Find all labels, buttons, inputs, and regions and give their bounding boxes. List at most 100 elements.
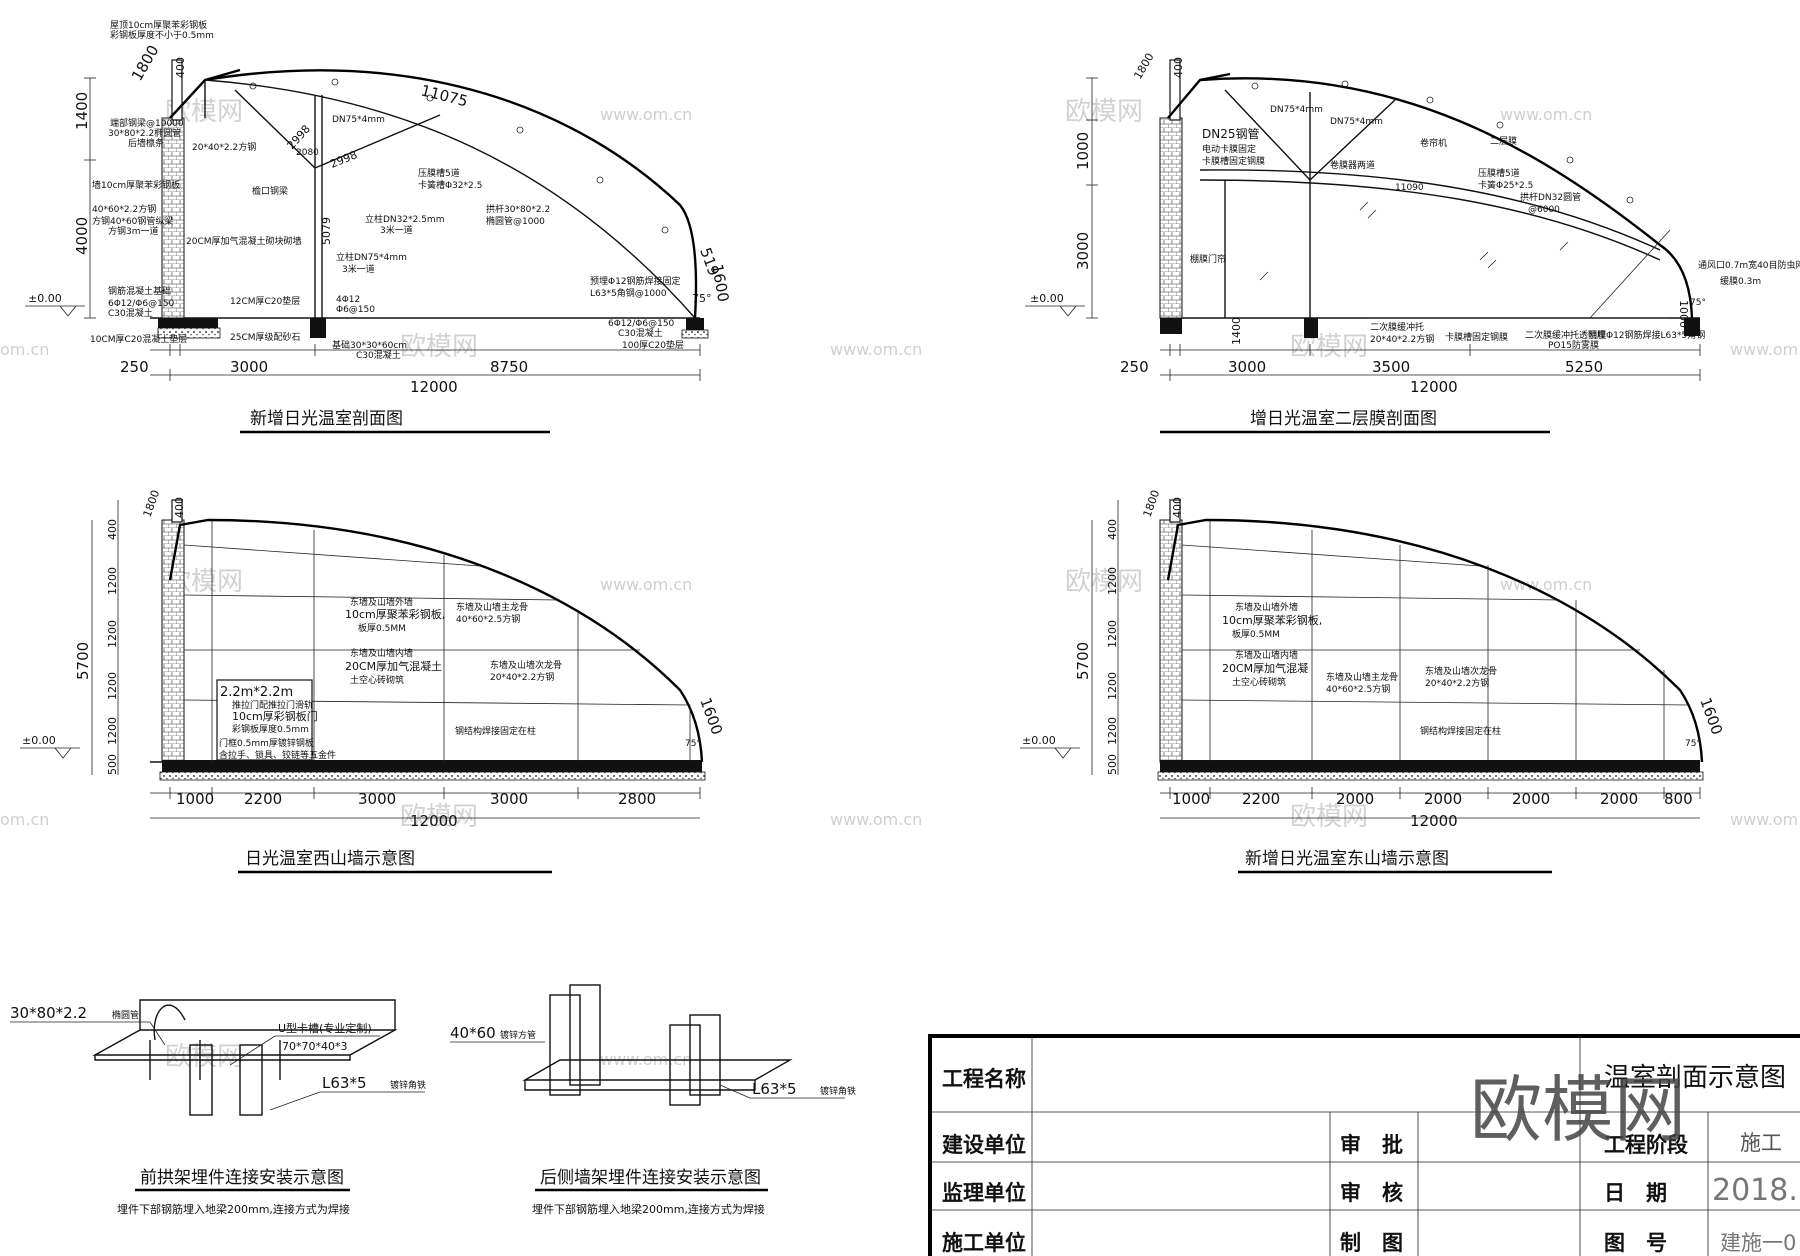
svg-text:400: 400 xyxy=(173,497,186,518)
watermark-logo: 欧模网 xyxy=(1470,1068,1686,1152)
level-mark: ±0.00 xyxy=(20,734,80,759)
svg-text:5700: 5700 xyxy=(74,642,92,680)
supervisor-label: 监理单位 xyxy=(942,1181,1026,1205)
oval-tube xyxy=(153,1004,186,1041)
svg-text:±0.00: ±0.00 xyxy=(28,292,62,305)
svg-text:400: 400 xyxy=(1171,497,1184,518)
svg-text:东墙及山墙次龙骨: 东墙及山墙次龙骨 xyxy=(490,659,562,671)
svg-text:2200: 2200 xyxy=(244,790,282,808)
svg-text:20CM厚加气混凝土: 20CM厚加气混凝土 xyxy=(345,659,442,673)
svg-text:12CM厚C20垫层: 12CM厚C20垫层 xyxy=(230,295,300,307)
svg-text:C30混凝土: C30混凝土 xyxy=(108,307,153,319)
svg-text:DN75*4mm: DN75*4mm xyxy=(332,115,385,125)
svg-text:东墙及山墙次龙骨: 东墙及山墙次龙骨 xyxy=(1425,665,1497,677)
svg-text:卡簧Φ25*2.5: 卡簧Φ25*2.5 xyxy=(1478,179,1533,191)
svg-text:3米一道: 3米一道 xyxy=(342,263,375,275)
hanger-markers xyxy=(1251,80,1634,204)
bottom-dimensions: 1000 2200 3000 3000 2800 12000 xyxy=(150,787,701,830)
watermark-url: www.om.cn xyxy=(1500,105,1592,124)
svg-text:@6000: @6000 xyxy=(1528,205,1560,215)
watermark-url: www.om.cn xyxy=(830,340,922,359)
arch-truss xyxy=(204,69,698,319)
svg-text:彩钢板厚度不小于0.5mm: 彩钢板厚度不小于0.5mm xyxy=(110,29,214,41)
svg-text:75°: 75° xyxy=(1690,298,1706,308)
wall-panel xyxy=(171,59,183,121)
svg-text:3000: 3000 xyxy=(1228,358,1266,376)
svg-text:30*80*2.2椭圆管: 30*80*2.2椭圆管 xyxy=(108,127,181,139)
svg-text:方钢3m一道: 方钢3m一道 xyxy=(108,225,159,237)
section-1-notes: 屋顶10cm厚聚苯彩钢板 彩钢板厚度不小于0.5mm 端部钢梁@10000 30… xyxy=(90,19,684,361)
detail-2-caption: 后侧墙架埋件连接安装示意图 xyxy=(540,1168,761,1188)
drawing-number-value: 建施一0 xyxy=(1720,1231,1796,1255)
svg-text:±0.00: ±0.00 xyxy=(1022,734,1056,747)
svg-text:2000: 2000 xyxy=(1512,790,1550,808)
watermark-url: www.om.cn xyxy=(600,575,692,594)
second-film xyxy=(1199,169,1661,251)
detail-front-arch: 30*80*2.2 椭圆管 U型卡槽(专业定制) 70*70*40*3 L63*… xyxy=(10,999,426,1216)
title-block: 工程名称 建设单位 监理单位 施工单位 审 批 审 核 制 图 温室剖面示意图 … xyxy=(928,1034,1800,1256)
svg-text:1600: 1600 xyxy=(708,263,732,304)
svg-text:1400: 1400 xyxy=(1230,317,1243,345)
svg-text:10CM厚C20混凝土垫层: 10CM厚C20混凝土垫层 xyxy=(90,333,187,345)
detail-1-note: 埋件下部钢筋埋入地梁200mm,连接方式为焊接 xyxy=(117,1202,350,1216)
svg-text:3500: 3500 xyxy=(1372,358,1410,376)
svg-text:预埋Φ12钢筋焊接固定: 预埋Φ12钢筋焊接固定 xyxy=(590,275,681,287)
drawing-name: 温室剖面示意图 xyxy=(1604,1063,1786,1093)
svg-text:10cm厚聚苯彩钢板,: 10cm厚聚苯彩钢板, xyxy=(1222,613,1322,627)
svg-text:棚膜门帘: 棚膜门帘 xyxy=(1190,253,1226,265)
svg-text:40*60: 40*60 xyxy=(450,1024,496,1042)
svg-text:100厚C20垫层: 100厚C20垫层 xyxy=(622,339,684,351)
svg-text:250: 250 xyxy=(1120,358,1149,376)
svg-text:1200: 1200 xyxy=(1106,717,1119,745)
bottom-dimensions: 1000 2200 2000 2000 2000 2000 800 12000 xyxy=(1160,787,1701,830)
watermark-url: www.om.cn xyxy=(1500,575,1592,594)
svg-text:250: 250 xyxy=(120,358,149,376)
level-mark: ±0.00 xyxy=(1025,292,1085,317)
contractor-label: 施工单位 xyxy=(942,1231,1026,1255)
svg-text:压膜槽5道: 压膜槽5道 xyxy=(1478,167,1520,179)
svg-text:1000: 1000 xyxy=(1172,790,1210,808)
draw-label: 制 图 xyxy=(1340,1231,1403,1255)
svg-text:基础30*30*60cm: 基础30*30*60cm xyxy=(332,339,407,351)
watermark-url: www.om.cn xyxy=(1730,810,1800,829)
gable-grid xyxy=(183,520,691,762)
bottom-dimensions: 250 3000 8750 12000 xyxy=(120,344,701,396)
svg-text:2800: 2800 xyxy=(618,790,656,808)
watermark-brand: 欧模网 xyxy=(165,1042,243,1072)
svg-text:3000: 3000 xyxy=(490,790,528,808)
svg-text:10cm厚聚苯彩钢板,: 10cm厚聚苯彩钢板, xyxy=(345,607,445,621)
svg-text:DN75*4mm: DN75*4mm xyxy=(1330,117,1383,127)
svg-text:12000: 12000 xyxy=(1410,812,1458,830)
svg-text:卷膜器两道: 卷膜器两道 xyxy=(1330,159,1375,171)
svg-text:75°: 75° xyxy=(692,292,712,305)
svg-text:8750: 8750 xyxy=(490,358,528,376)
svg-text:2000: 2000 xyxy=(1424,790,1462,808)
svg-text:彩钢板厚度0.5mm: 彩钢板厚度0.5mm xyxy=(232,723,309,735)
svg-text:20*40*2.2方钢: 20*40*2.2方钢 xyxy=(490,671,554,683)
svg-text:40*60*2.5方钢: 40*60*2.5方钢 xyxy=(1326,683,1390,695)
svg-text:推拉门配推拉门滑轨: 推拉门配推拉门滑轨 xyxy=(232,699,313,711)
svg-text:12000: 12000 xyxy=(410,378,458,396)
svg-text:通风口0.7m宽40目防虫网: 通风口0.7m宽40目防虫网 xyxy=(1698,259,1800,271)
watermark-brand: 欧模网 xyxy=(1290,332,1368,362)
svg-text:东墙及山墙外墙: 东墙及山墙外墙 xyxy=(350,596,413,608)
svg-text:L63*5: L63*5 xyxy=(752,1080,797,1098)
svg-text:±0.00: ±0.00 xyxy=(22,734,56,747)
svg-text:东墙及山墙主龙骨: 东墙及山墙主龙骨 xyxy=(1326,671,1398,683)
svg-text:土空心砖砌筑: 土空心砖砌筑 xyxy=(350,674,404,686)
svg-text:东墙及山墙内墙: 东墙及山墙内墙 xyxy=(1235,649,1298,661)
svg-text:压膜槽5道: 压膜槽5道 xyxy=(418,167,460,179)
svg-text:拱杆DN32圆管: 拱杆DN32圆管 xyxy=(1520,191,1581,203)
svg-text:20CM厚加气混凝: 20CM厚加气混凝 xyxy=(1222,661,1308,675)
svg-text:卷帘机: 卷帘机 xyxy=(1420,137,1447,149)
svg-text:含拉手、锁具、铰链等五金件: 含拉手、锁具、铰链等五金件 xyxy=(219,749,336,761)
svg-text:6Φ12/Φ6@150: 6Φ12/Φ6@150 xyxy=(608,319,675,329)
u-clamp xyxy=(189,1044,213,1116)
svg-text:5250: 5250 xyxy=(1565,358,1603,376)
svg-text:钢结构焊接固定在柱: 钢结构焊接固定在柱 xyxy=(1420,725,1501,737)
svg-text:20CM厚加气混凝土砌块砌墙: 20CM厚加气混凝土砌块砌墙 xyxy=(186,235,302,247)
svg-text:500: 500 xyxy=(106,754,119,775)
watermark-url: om.cn xyxy=(0,340,49,359)
project-name-label: 工程名称 xyxy=(942,1067,1026,1091)
svg-text:1200: 1200 xyxy=(106,717,119,745)
